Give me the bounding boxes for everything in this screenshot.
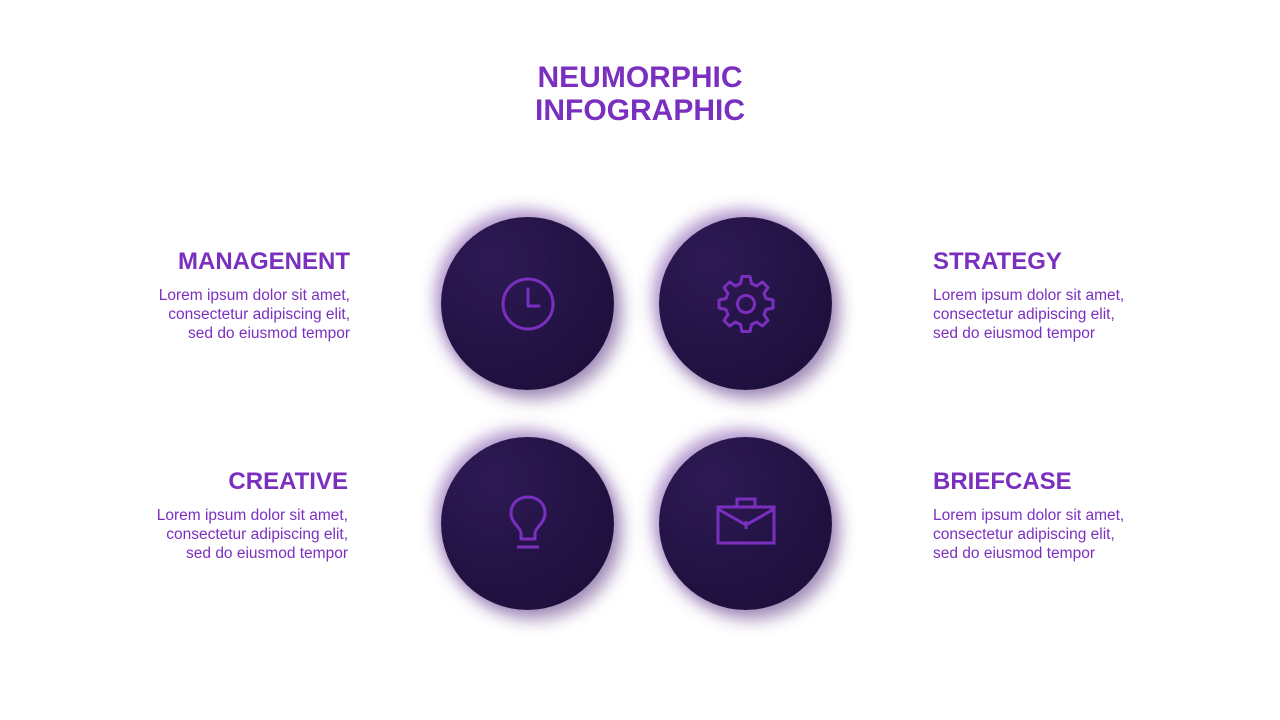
management-description: Lorem ipsum dolor sit amet, consectetur … <box>110 286 350 343</box>
lightbulb-icon <box>509 495 546 548</box>
management-heading: MANAGENENT <box>178 248 350 275</box>
briefcase-icon <box>716 497 775 544</box>
description-line: consectetur adipiscing elit, <box>933 306 1115 323</box>
title-line-2: INFOGRAPHIC <box>535 94 745 127</box>
briefcase-circle <box>659 437 832 610</box>
creative-circle <box>441 437 614 610</box>
description-line: sed do eiusmod tempor <box>933 545 1095 562</box>
strategy-heading: STRATEGY <box>933 248 1062 275</box>
description-line: consectetur adipiscing elit, <box>166 526 348 543</box>
page-title: NEUMORPHIC INFOGRAPHIC <box>440 61 840 127</box>
briefcase-heading: BRIEFCASE <box>933 468 1072 495</box>
creative-block: CREATIVE Lorem ipsum dolor sit amet, con… <box>108 468 348 563</box>
strategy-circle <box>659 217 832 390</box>
gear-icon <box>717 274 774 333</box>
description-line: Lorem ipsum dolor sit amet, <box>933 507 1125 524</box>
description-line: Lorem ipsum dolor sit amet, <box>933 287 1125 304</box>
creative-heading: CREATIVE <box>228 468 348 495</box>
briefcase-block: BRIEFCASE Lorem ipsum dolor sit amet, co… <box>933 468 1173 563</box>
description-line: consectetur adipiscing elit, <box>168 306 350 323</box>
description-line: consectetur adipiscing elit, <box>933 526 1115 543</box>
description-line: Lorem ipsum dolor sit amet, <box>158 287 350 304</box>
description-line: sed do eiusmod tempor <box>188 325 350 342</box>
management-block: MANAGENENT Lorem ipsum dolor sit amet, c… <box>110 248 350 343</box>
strategy-description: Lorem ipsum dolor sit amet, consectetur … <box>933 286 1173 343</box>
description-line: Lorem ipsum dolor sit amet, <box>156 507 348 524</box>
clock-icon <box>501 277 554 330</box>
description-line: sed do eiusmod tempor <box>933 325 1095 342</box>
management-circle <box>441 217 614 390</box>
description-line: sed do eiusmod tempor <box>186 545 348 562</box>
creative-description: Lorem ipsum dolor sit amet, consectetur … <box>108 506 348 563</box>
title-line-1: NEUMORPHIC <box>537 61 743 94</box>
briefcase-description: Lorem ipsum dolor sit amet, consectetur … <box>933 506 1173 563</box>
strategy-block: STRATEGY Lorem ipsum dolor sit amet, con… <box>933 248 1173 343</box>
